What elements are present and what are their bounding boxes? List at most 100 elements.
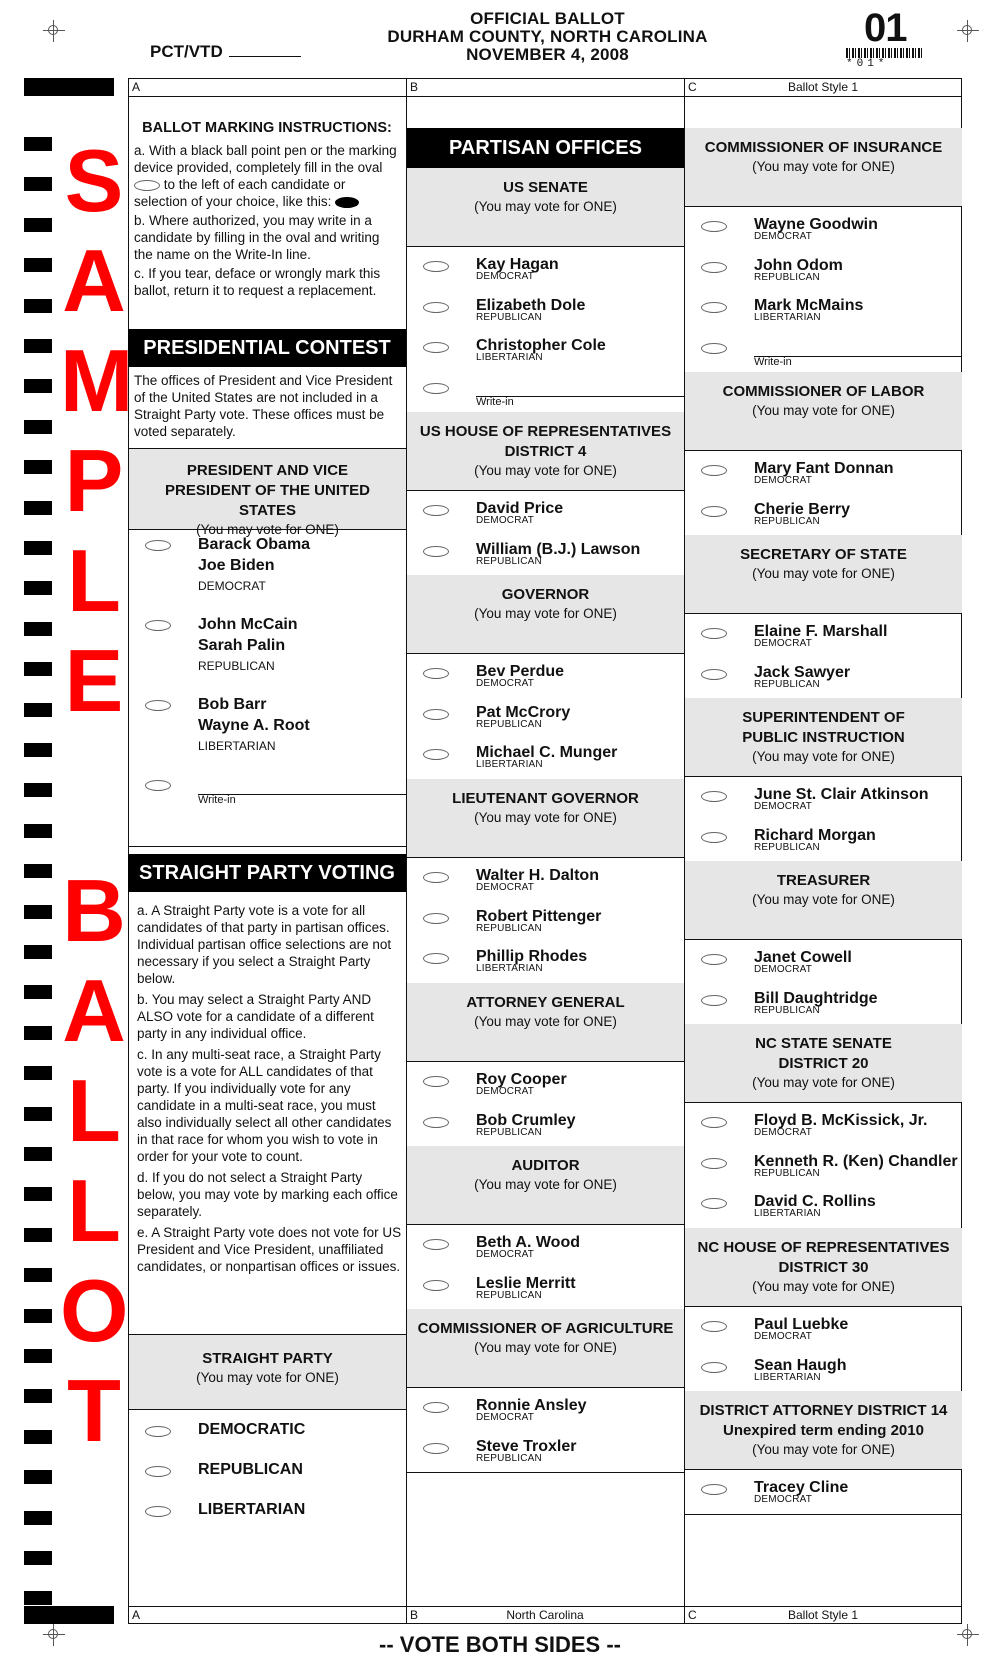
candidate-oval[interactable]: [701, 221, 727, 232]
registration-mark-bottom-left: [43, 1624, 65, 1646]
candidate-name: David C. Rollins: [754, 1193, 876, 1210]
president-candidate-name: John McCain: [198, 616, 298, 633]
candidate-oval[interactable]: [423, 1076, 449, 1087]
candidate-party: DEMOCRAT: [476, 515, 535, 526]
candidate-oval[interactable]: [701, 1198, 727, 1209]
vote-for-instruction: (You may vote for ONE): [474, 1340, 617, 1355]
instruction-b: b. Where authorized, you may write in a …: [134, 213, 380, 262]
column-a-footer: A: [128, 1606, 406, 1624]
candidate-oval[interactable]: [423, 301, 449, 313]
office-title-line: SUPERINTENDENT OF: [742, 709, 905, 726]
office-title-line: DISTRICT 30: [778, 1259, 869, 1276]
vote-for-instruction: (You may vote for ONE): [752, 159, 895, 174]
contest-header: COMMISSIONER OF INSURANCE(You may vote f…: [685, 128, 962, 207]
candidate-party: REPUBLICAN: [476, 718, 542, 730]
vote-for-instruction: (You may vote for ONE): [752, 1075, 895, 1090]
office-title-line: PUBLIC INSTRUCTION: [742, 729, 905, 746]
candidate-name: David Price: [476, 500, 564, 517]
candidate-oval[interactable]: [423, 1116, 449, 1128]
candidate-oval[interactable]: [701, 791, 727, 802]
candidate-oval[interactable]: [701, 465, 727, 476]
timing-mark: [24, 460, 52, 475]
candidate-oval[interactable]: [423, 1402, 449, 1413]
candidate-name: Tracey Cline: [754, 1479, 849, 1496]
candidate-oval[interactable]: [701, 628, 727, 639]
sample-watermark-letter: L: [67, 1061, 121, 1160]
contest-header: GOVERNOR(You may vote for ONE): [407, 575, 684, 654]
timing-mark: [24, 1349, 52, 1363]
candidate-oval[interactable]: [701, 1321, 727, 1332]
instruction-a-start: a. With a black ball point pen or the ma…: [134, 143, 397, 175]
write-in-line[interactable]: [754, 355, 962, 357]
header-line-2: DURHAM COUNTY, NORTH CAROLINA: [387, 27, 708, 46]
candidate-oval[interactable]: [701, 302, 727, 313]
filled-oval-example: [335, 196, 360, 208]
candidate-oval[interactable]: [423, 505, 449, 516]
candidate-oval[interactable]: [701, 994, 727, 1006]
office-title-line: TREASURER: [776, 872, 871, 889]
timing-mark: [24, 1025, 52, 1040]
candidate-party: REPUBLICAN: [754, 1004, 820, 1016]
candidate-party: LIBERTARIAN: [754, 312, 821, 323]
contest-header: TREASURER (You may vote for ONE): [685, 861, 962, 940]
write-in-oval[interactable]: [701, 342, 727, 354]
candidate-oval[interactable]: [701, 505, 727, 517]
timing-mark: [24, 985, 52, 1000]
timing-mark: [24, 500, 52, 515]
write-in-oval[interactable]: [423, 382, 449, 394]
sample-watermark-letter: O: [60, 1261, 129, 1360]
write-in-line[interactable]: [476, 395, 684, 397]
contest-header: SECRETARY OF STATE (You may vote for ONE): [685, 535, 962, 614]
candidate-oval[interactable]: [423, 1279, 449, 1291]
candidate-oval[interactable]: [423, 545, 449, 557]
candidate-oval[interactable]: [701, 1361, 727, 1373]
candidate-oval[interactable]: [423, 1442, 449, 1454]
candidate-party: DEMOCRAT: [754, 1331, 813, 1342]
candidate-oval[interactable]: [145, 620, 171, 631]
write-in-oval[interactable]: [145, 780, 171, 791]
candidate-oval[interactable]: [423, 708, 449, 720]
office-title-line: SECRETARY OF STATE: [740, 546, 907, 563]
candidate-name: Michael C. Munger: [476, 744, 618, 761]
candidate-party: LIBERTARIAN: [476, 759, 543, 770]
office-title-line: Unexpired term ending 2010: [723, 1422, 924, 1439]
candidate-oval[interactable]: [423, 1239, 449, 1250]
write-in-line[interactable]: [198, 794, 406, 795]
candidate-oval[interactable]: [423, 872, 449, 883]
candidate-name: Wayne Goodwin: [754, 216, 878, 233]
candidate-oval[interactable]: [423, 668, 449, 679]
candidate-oval[interactable]: [423, 953, 449, 964]
empty-oval-example: [134, 179, 160, 191]
candidate-oval[interactable]: [145, 700, 171, 711]
straight-party-oval[interactable]: [145, 1506, 171, 1517]
vote-for-instruction: (You may vote for ONE): [752, 892, 895, 907]
vote-for-instruction: (You may vote for ONE): [752, 566, 895, 581]
candidate-oval[interactable]: [423, 342, 449, 353]
sample-watermark-letter: M: [60, 331, 134, 430]
candidate-oval[interactable]: [701, 954, 727, 965]
candidate-name: William (B.J.) Lawson: [476, 540, 641, 558]
candidate-oval[interactable]: [701, 1157, 727, 1169]
candidate-oval[interactable]: [701, 1117, 727, 1128]
straight-party-oval[interactable]: [145, 1466, 171, 1477]
straight-party-instruction-b: b. You may select a Straight Party AND A…: [137, 992, 374, 1041]
candidate-oval[interactable]: [423, 749, 449, 760]
timing-mark: [24, 1551, 52, 1565]
candidate-oval[interactable]: [701, 261, 727, 273]
candidate-oval[interactable]: [701, 1484, 727, 1495]
straight-party-oval[interactable]: [145, 1426, 171, 1437]
vote-for-instruction: (You may vote for ONE): [474, 1014, 617, 1029]
candidate-oval[interactable]: [145, 540, 171, 551]
candidate-name: Floyd B. McKissick, Jr.: [754, 1112, 928, 1129]
candidate-name: John Odom: [754, 256, 843, 274]
vote-for-instruction: (You may vote for ONE): [752, 749, 895, 764]
timing-mark: [24, 581, 52, 596]
candidate-oval[interactable]: [423, 261, 449, 272]
timing-mark: [24, 1591, 52, 1606]
candidate-oval[interactable]: [701, 831, 727, 843]
candidate-oval[interactable]: [423, 912, 449, 924]
timing-mark: [24, 1227, 52, 1242]
candidate-oval[interactable]: [701, 668, 727, 680]
candidate-name: Paul Luebke: [754, 1316, 849, 1333]
